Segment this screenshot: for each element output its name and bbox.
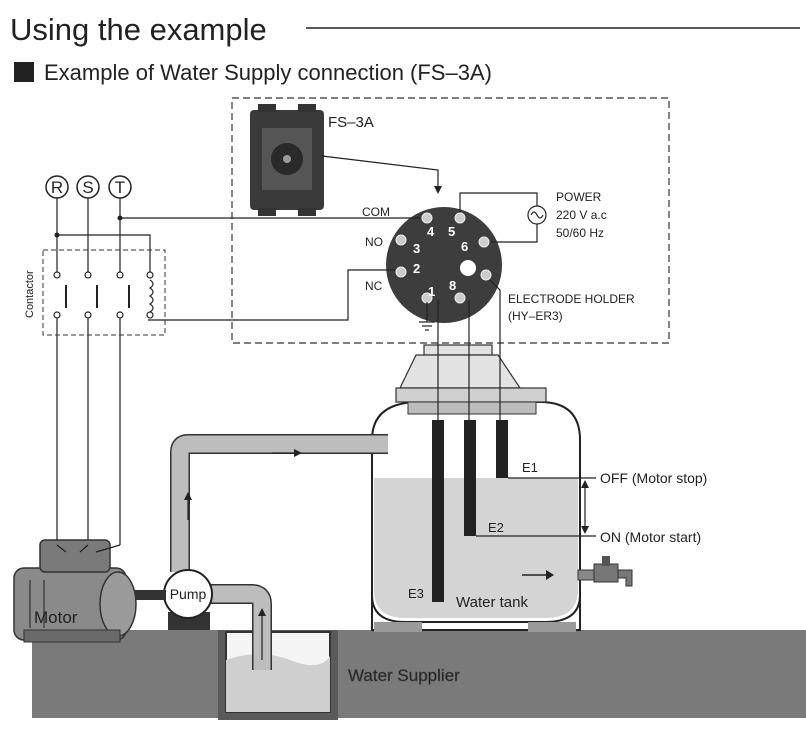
- phase-r: R: [51, 178, 63, 197]
- level-arrow-down-icon: [581, 526, 589, 534]
- electrode-e1: [496, 420, 508, 478]
- level-lines: [476, 477, 596, 537]
- module-label: FS–3A: [328, 114, 374, 131]
- power-voltage: 220 V a.c: [556, 208, 607, 222]
- motor-label: Motor: [34, 608, 78, 627]
- wire-junctions: [54, 215, 123, 238]
- pump-label: Pump: [170, 586, 207, 602]
- contactor-coil-icon: [148, 279, 154, 313]
- power-frequency: 50/60 Hz: [556, 226, 604, 240]
- electrode-e2-label: E2: [488, 520, 504, 535]
- pin-number-4: 4: [427, 224, 435, 239]
- pointer-arrowhead: [434, 186, 442, 194]
- electrode-wires: [426, 279, 501, 422]
- no-label: NO: [365, 235, 383, 249]
- com-label: COM: [362, 205, 390, 219]
- motor-wires: [56, 544, 121, 553]
- contactor-contacts: [53, 271, 154, 319]
- fs3a-module: [250, 104, 324, 216]
- module-pointer: [321, 155, 439, 190]
- ground: [32, 630, 806, 718]
- outlet-arrow-icon: [546, 570, 554, 580]
- pin-number-1: 1: [428, 284, 435, 299]
- tank-water: [374, 478, 578, 618]
- pin-number-2: 2: [413, 261, 420, 276]
- electrode-e3-label: E3: [408, 586, 424, 601]
- pin-number-6: 6: [461, 239, 468, 254]
- phase-terminals: R S T: [45, 175, 132, 199]
- pin-number-8: 8: [449, 278, 456, 293]
- water-tank-label: Water tank: [456, 594, 528, 611]
- electrode-e1-label: E1: [522, 460, 538, 475]
- phase-t: T: [115, 178, 125, 197]
- flow-arrow-up-icon: [184, 492, 192, 500]
- suction-pipe: [202, 585, 271, 670]
- tank-leg-left: [374, 622, 422, 632]
- suction-arrow-up-icon: [258, 608, 266, 616]
- pin-number-5: 5: [448, 224, 455, 239]
- level-arrow-up-icon: [581, 480, 589, 488]
- pin-numbers: 1 2 3 4 5 6 7 8: [413, 224, 468, 299]
- power-wire-5: [459, 192, 538, 212]
- motor: [13, 539, 137, 643]
- supply-pipe-outline: [170, 434, 388, 572]
- octal-socket: [386, 207, 502, 323]
- electrode-holder: [395, 344, 547, 415]
- nc-label: NC: [365, 279, 383, 293]
- subtitle-bullet-icon: [14, 62, 34, 82]
- contactor-box: [42, 249, 166, 336]
- pin-number-3: 3: [413, 241, 420, 256]
- subtitle: Example of Water Supply connection (FS–3…: [44, 60, 492, 85]
- phase-s: S: [82, 178, 93, 197]
- pin-number-7: 7: [461, 262, 468, 277]
- flow-arrow-right-icon: [294, 449, 302, 457]
- socket-pins: [395, 212, 492, 304]
- sine-wave-icon: [530, 211, 544, 219]
- motor-shaft: [134, 590, 166, 600]
- flow-arrows: [187, 452, 296, 660]
- supply-pipe: [171, 435, 388, 572]
- page-title: Using the example: [10, 12, 267, 47]
- tank-leg-right: [528, 622, 576, 632]
- electrode-holder-label: ELECTRODE HOLDER: [508, 292, 635, 306]
- contact-switches: [65, 285, 130, 308]
- electrode-e3: [432, 420, 444, 602]
- ground-symbol-icon: [419, 321, 435, 331]
- tank-wall: [371, 465, 581, 623]
- contactor-label: Contactor: [24, 270, 36, 318]
- electrode-e2: [464, 420, 476, 536]
- power-label: POWER: [556, 190, 602, 204]
- socket-key: [460, 260, 476, 276]
- on-level-label: ON (Motor start): [600, 529, 701, 545]
- faucet-icon: [577, 556, 633, 587]
- off-level-label: OFF (Motor stop): [600, 470, 707, 486]
- power-wire-6: [490, 224, 538, 243]
- water-supplier-label: Water Supplier: [348, 666, 460, 685]
- electrode-holder-model: (HY–ER3): [508, 309, 563, 323]
